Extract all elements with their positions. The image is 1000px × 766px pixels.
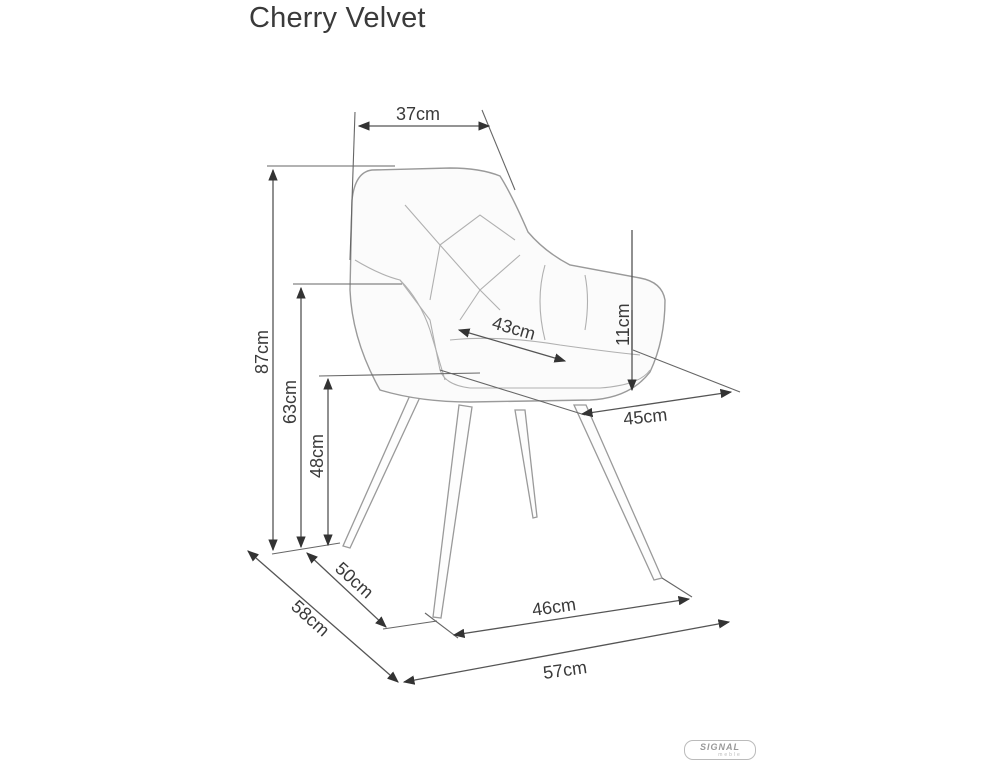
label-backrest-width: 37cm — [396, 104, 440, 124]
label-leg-depth: 50cm — [331, 558, 377, 602]
label-seat-width: 45cm — [622, 404, 668, 428]
label-leg-width: 46cm — [531, 594, 577, 620]
label-seat-height: 48cm — [307, 434, 327, 478]
brand-logo: SIGNAL meble — [684, 740, 756, 760]
logo-main-text: SIGNAL — [699, 741, 740, 752]
product-title: Cherry Velvet — [249, 2, 426, 34]
extension-lines — [267, 109, 741, 639]
label-armrest-thickness: 11cm — [613, 303, 633, 346]
chair-body — [349, 167, 666, 403]
label-armrest-height: 63cm — [280, 380, 300, 424]
leg-back-left — [342, 392, 422, 549]
leg-front-left — [432, 404, 473, 619]
leg-back-right — [514, 409, 538, 519]
label-total-depth: 58cm — [287, 596, 333, 640]
label-total-height: 87cm — [252, 330, 272, 374]
logo-sub-text: meble — [718, 751, 742, 758]
leg-front-right — [572, 404, 663, 581]
dimension-lines — [247, 121, 733, 685]
chair-legs — [342, 392, 663, 619]
label-total-width: 57cm — [542, 657, 588, 683]
